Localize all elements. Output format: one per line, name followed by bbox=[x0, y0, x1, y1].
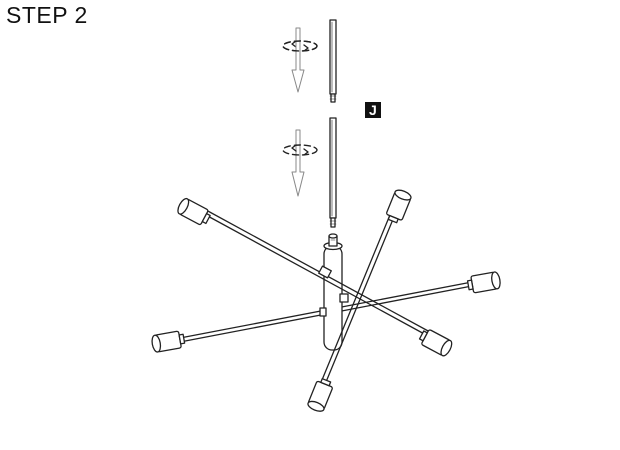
down-arrow-icon bbox=[291, 27, 305, 93]
upper-rod bbox=[329, 19, 337, 103]
step-title: STEP 2 bbox=[6, 2, 88, 28]
lamp-holder bbox=[418, 329, 453, 357]
arm-topright-to-bottom bbox=[321, 209, 397, 383]
lower-rod bbox=[329, 117, 337, 228]
lamp-holder bbox=[386, 189, 412, 224]
lamp-holder bbox=[466, 271, 501, 294]
part-label: J bbox=[369, 102, 377, 118]
rotate-arrow-icon bbox=[282, 144, 318, 156]
lamp-holder bbox=[177, 197, 211, 226]
lamp-holder bbox=[307, 378, 333, 412]
rotate-arrow-icon bbox=[282, 40, 318, 52]
central-body bbox=[323, 233, 343, 351]
arm-topleft-to-bottomright bbox=[203, 209, 431, 337]
part-label-badge: J bbox=[365, 102, 381, 118]
lamp-holder bbox=[151, 330, 186, 353]
down-arrow-icon bbox=[291, 129, 305, 197]
arm-joints bbox=[318, 265, 349, 317]
